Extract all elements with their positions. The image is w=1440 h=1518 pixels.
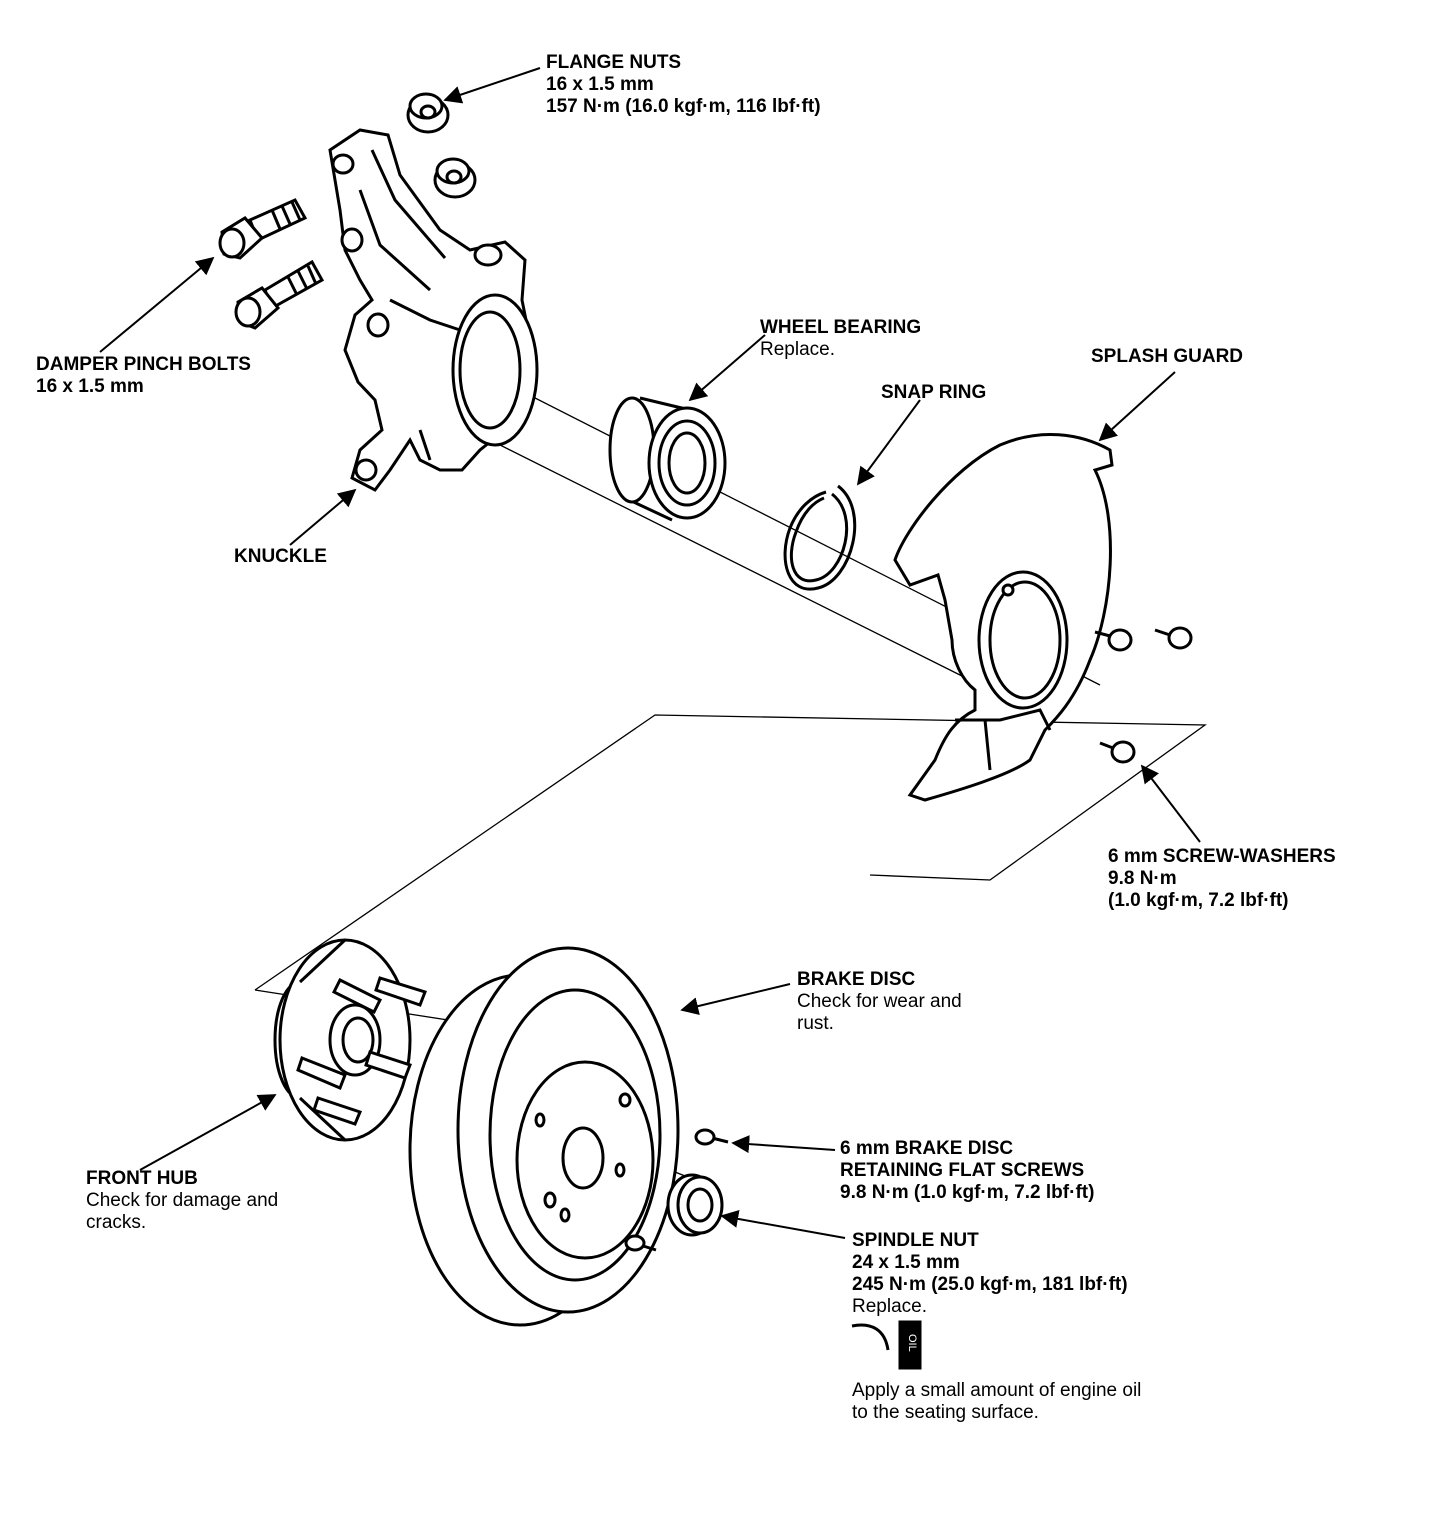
knuckle-title: KNUCKLE — [234, 546, 327, 567]
spindle-nut-torque: 245 N·m (25.0 kgf·m, 181 lbf·ft) — [852, 1274, 1128, 1295]
label-screw-washers: 6 mm SCREW-WASHERS 9.8 N·m (1.0 kgf·m, 7… — [1108, 846, 1336, 912]
flat-screws-title-2: RETAINING FLAT SCREWS — [840, 1160, 1085, 1181]
spindle-nut-size: 24 x 1.5 mm — [852, 1252, 960, 1273]
leader-damper-pinch-bolts — [99, 256, 215, 353]
leader-screw-washers — [1140, 764, 1201, 843]
oil-can-text: OIL — [906, 1334, 918, 1352]
leader-wheel-bearing — [688, 334, 766, 402]
oil-note-line-2: to the seating surface. — [852, 1402, 1039, 1423]
splash-guard — [893, 433, 1114, 802]
knuckle — [328, 128, 539, 492]
hub-studs — [296, 976, 427, 1126]
screw-washer-3 — [1099, 740, 1136, 764]
flange-nut-lower — [433, 157, 477, 199]
front-hub-title: FRONT HUB — [86, 1168, 198, 1189]
flange-nuts-size: 16 x 1.5 mm — [546, 74, 654, 95]
label-flat-screws: 6 mm BRAKE DISC RETAINING FLAT SCREWS 9.… — [840, 1138, 1094, 1204]
leader-front-hub — [139, 1094, 277, 1171]
flange-nut-upper — [406, 92, 450, 134]
spindle-nut-note: Replace. — [852, 1296, 927, 1317]
label-brake-disc: BRAKE DISC Check for wear and rust. — [797, 969, 962, 1035]
brake-disc — [408, 946, 680, 1327]
damper-pinch-bolts-title: DAMPER PINCH BOLTS — [36, 354, 251, 375]
wheel-bearing-title: WHEEL BEARING — [760, 317, 922, 338]
wheel-bearing — [608, 396, 727, 522]
screw-washer-1 — [1094, 628, 1133, 652]
oil-note-line-1: Apply a small amount of engine oil — [852, 1380, 1142, 1401]
screw-washer-2 — [1154, 626, 1193, 650]
label-flange-nuts: FLANGE NUTS 16 x 1.5 mm 157 N·m (16.0 kg… — [546, 52, 821, 118]
damper-pinch-bolts-size: 16 x 1.5 mm — [36, 376, 144, 397]
label-spindle-nut: SPINDLE NUT 24 x 1.5 mm 245 N·m (25.0 kg… — [852, 1230, 1128, 1318]
screw-washers-torque-nm: 9.8 N·m — [1108, 868, 1177, 889]
oil-can-icon — [851, 1320, 922, 1370]
brake-disc-title: BRAKE DISC — [797, 969, 916, 990]
leader-flat-screws — [731, 1135, 836, 1154]
flat-screw-1 — [694, 1128, 729, 1146]
front-hub-note-1: Check for damage and — [86, 1190, 279, 1211]
label-snap-ring: SNAP RING — [881, 382, 986, 404]
splash-guard-title: SPLASH GUARD — [1091, 346, 1244, 367]
damper-pinch-bolt-lower — [234, 259, 325, 330]
flat-screws-title-1: 6 mm BRAKE DISC — [840, 1138, 1014, 1159]
screw-washers-torque-alt: (1.0 kgf·m, 7.2 lbf·ft) — [1108, 890, 1289, 911]
spindle-nut-title: SPINDLE NUT — [852, 1230, 979, 1251]
label-oil-note: Apply a small amount of engine oil to th… — [852, 1380, 1141, 1424]
leader-knuckle — [289, 488, 357, 546]
label-splash-guard: SPLASH GUARD — [1091, 346, 1243, 368]
leader-lines — [99, 67, 1201, 1239]
front-hub-note-2: cracks. — [86, 1212, 147, 1233]
leader-splash-guard — [1098, 371, 1176, 442]
wheel-bearing-note: Replace. — [760, 339, 835, 360]
brake-disc-note-2: rust. — [797, 1013, 834, 1034]
spindle-nut — [666, 1173, 724, 1237]
label-damper-pinch-bolts: DAMPER PINCH BOLTS 16 x 1.5 mm — [36, 354, 251, 398]
label-front-hub: FRONT HUB Check for damage and cracks. — [86, 1168, 278, 1234]
leader-spindle-nut — [720, 1209, 846, 1239]
snap-ring — [783, 484, 857, 591]
damper-pinch-bolt-upper — [218, 198, 308, 260]
leader-flange-nuts — [443, 67, 541, 104]
flat-screws-torque: 9.8 N·m (1.0 kgf·m, 7.2 lbf·ft) — [840, 1182, 1095, 1203]
snap-ring-title: SNAP RING — [881, 382, 987, 403]
flange-nuts-title: FLANGE NUTS — [546, 52, 682, 73]
screw-washers-title: 6 mm SCREW-WASHERS — [1108, 846, 1336, 867]
flat-screw-2 — [624, 1234, 657, 1252]
label-knuckle: KNUCKLE — [234, 546, 327, 568]
flange-nuts-torque: 157 N·m (16.0 kgf·m, 116 lbf·ft) — [546, 96, 821, 117]
label-wheel-bearing: WHEEL BEARING Replace. — [760, 317, 921, 361]
leader-brake-disc — [680, 983, 791, 1015]
brake-disc-note-1: Check for wear and — [797, 991, 962, 1012]
leader-snap-ring — [856, 399, 921, 486]
